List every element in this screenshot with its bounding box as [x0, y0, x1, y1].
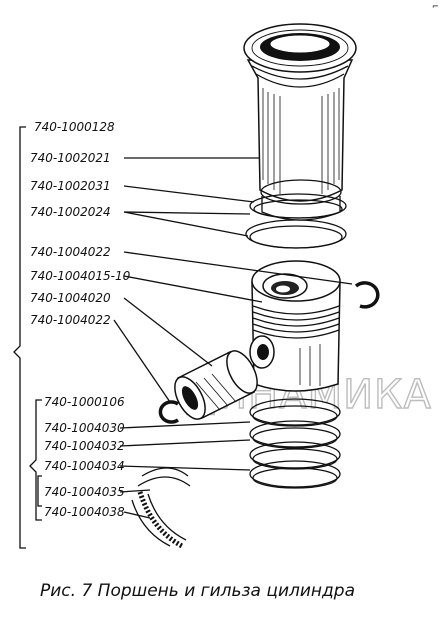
label-circlip-right: 740-1004022 [30, 245, 111, 259]
label-sleeve: 740-1002021 [30, 151, 111, 165]
piston-drawing [249, 260, 341, 392]
piston-rings-drawing [249, 398, 341, 489]
label-piston: 740-1004015-10 [30, 269, 131, 283]
circlip-left-drawing [158, 400, 179, 424]
cylinder-sleeve-drawing [243, 23, 357, 221]
sleeve-seal-rings [245, 193, 347, 249]
label-ring-1: 740-1004030 [44, 421, 125, 435]
label-kit: 740-1000128 [34, 120, 115, 134]
leader-lines [113, 157, 353, 519]
oil-ring-expander-drawing [131, 467, 191, 549]
label-pin: 740-1004020 [30, 291, 111, 305]
label-ring-upper: 740-1002031 [30, 179, 111, 193]
label-ring-expander: 740-1004038 [44, 505, 125, 519]
corner-mark: ⌐ [432, 2, 439, 11]
label-ring-2: 740-1004032 [44, 439, 125, 453]
piston-pin-drawing [174, 350, 258, 420]
label-ring-oil: 740-1004035 [44, 485, 125, 499]
label-ring-lower: 740-1002024 [30, 205, 111, 219]
figure-caption: Рис. 7 Поршень и гильза цилиндра [40, 581, 355, 601]
circlip-right-drawing [354, 281, 380, 309]
label-ring-set: 740-1000106 [44, 395, 125, 409]
part-number-labels: 740-1000128 740-1002021 740-1002031 740-… [30, 120, 131, 519]
label-ring-3: 740-1004034 [44, 459, 125, 473]
group-brackets [13, 126, 42, 549]
label-circlip-left: 740-1004022 [30, 313, 111, 327]
